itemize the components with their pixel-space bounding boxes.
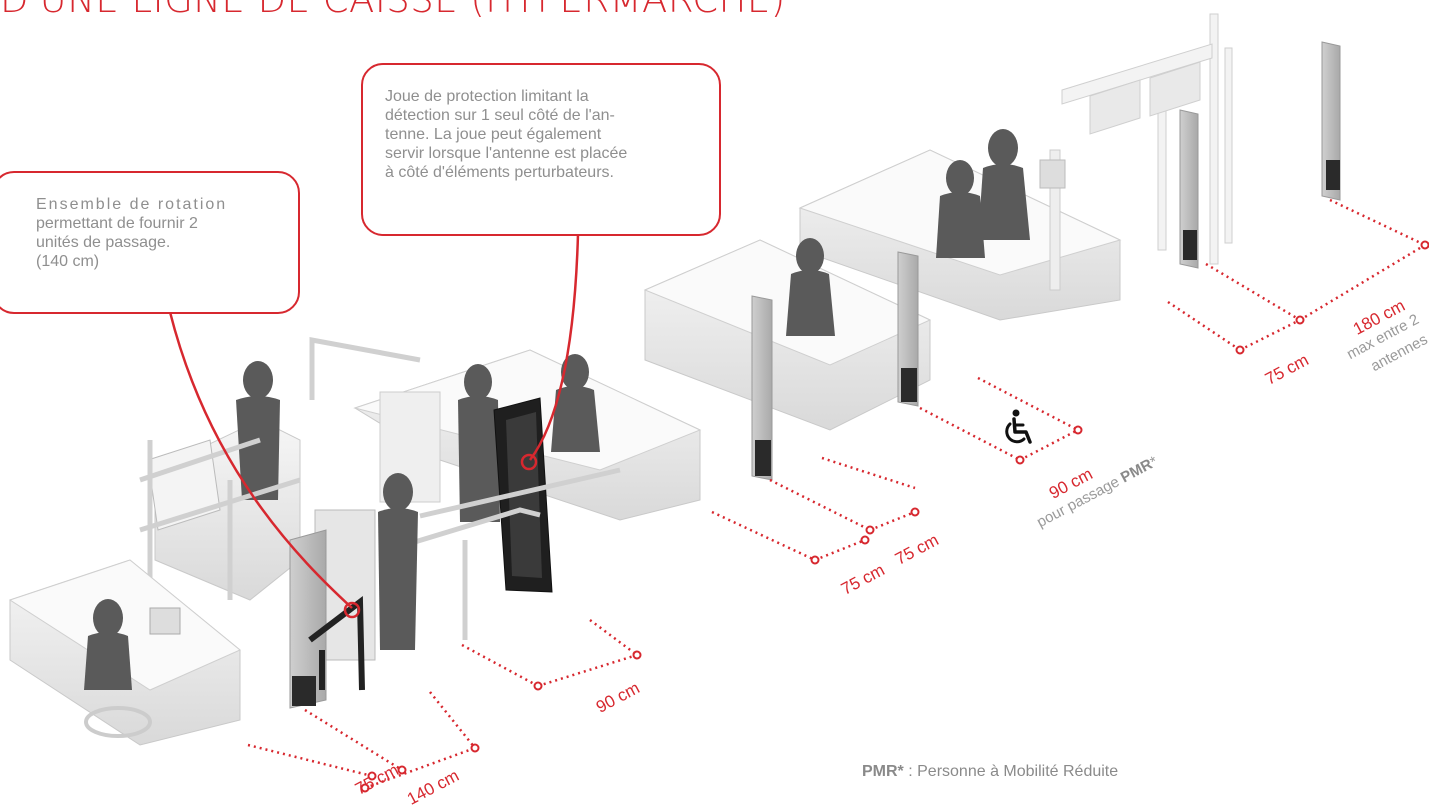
turnstile-bar <box>308 596 365 691</box>
callout-protection-cheek: Joue de protection limitant la détection… <box>361 63 721 236</box>
callout-protection-line-2: détection sur 1 seul côté de l'an- <box>385 107 615 124</box>
page-title: D'UNE LIGNE DE CAISSE (HYPERMARCHÉ) <box>0 0 786 21</box>
callout-rotation-line-1: Ensemble de rotation <box>36 196 228 213</box>
cashier-figure-3 <box>786 238 835 336</box>
antenna-far-right <box>1321 41 1341 201</box>
callout-leader-protection <box>520 233 580 471</box>
callout-protection-line-5: à côté d'éléments perturbateurs. <box>385 164 614 181</box>
callout-rotation-line-2: permettant de fournir 2 <box>36 215 198 232</box>
callout-protection-line-4: servir lorsque l'antenne est placée <box>385 145 628 162</box>
callout-rotation-line-4: (140 cm) <box>36 253 100 270</box>
rotation-unit <box>314 473 418 661</box>
dimension-lines <box>247 198 1426 790</box>
callout-rotation-line-3: unités de passage. <box>36 234 171 251</box>
antenna-counter-3 <box>751 295 773 481</box>
callout-protection-line-1: Joue de protection limitant la <box>385 88 589 105</box>
wheelchair-icon <box>1005 409 1032 444</box>
footnote-definition: Personne à Mobilité Réduite <box>917 763 1119 780</box>
callout-leader-rotation <box>168 311 361 619</box>
antenna-counter-4 <box>897 251 919 407</box>
security-gate-far <box>1061 13 1233 265</box>
cashier-figure-0 <box>84 599 132 690</box>
railing-middle <box>309 336 621 640</box>
footnote-separator: : <box>903 763 918 780</box>
footnote-term: PMR* <box>862 763 904 780</box>
footnote-pmr: PMR* : Personne à Mobilité Réduite <box>862 763 1118 781</box>
cashier-figure-2 <box>458 354 600 522</box>
antenna-far-mid <box>1179 109 1199 269</box>
cashier-figure-4 <box>936 129 1030 258</box>
cashier-figure-1 <box>236 361 280 500</box>
callout-protection-line-3: tenne. La joue peut également <box>385 126 602 143</box>
callout-rotation-unit: Ensemble de rotation permettant de fourn… <box>0 171 300 314</box>
